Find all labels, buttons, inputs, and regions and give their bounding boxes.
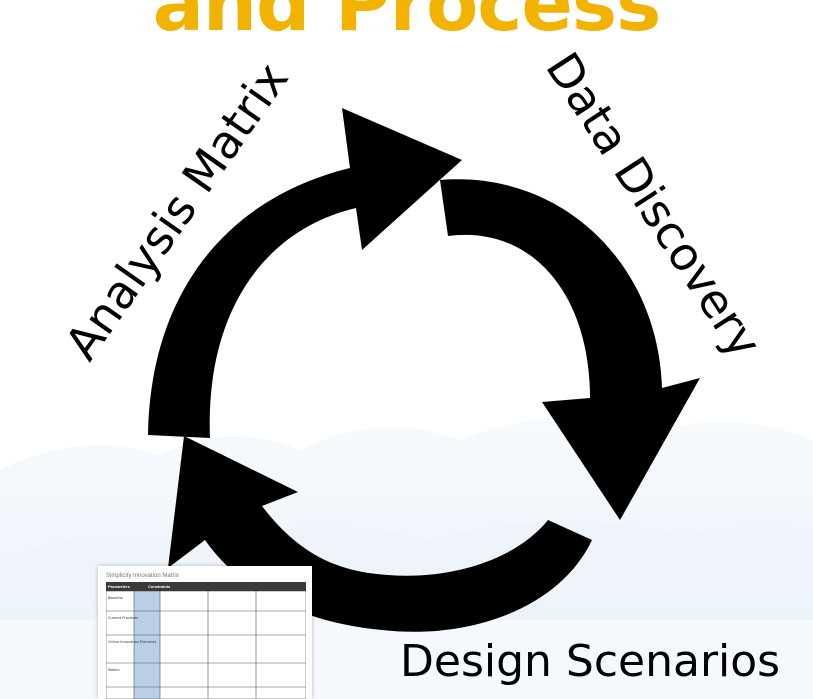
stage-label-design-scenarios: Design Scenarios bbox=[400, 636, 781, 687]
matrix-grid: Parameters Constraints bbox=[106, 582, 306, 699]
matrix-thumbnail: Simplicity Innovation Matrix Parameters … bbox=[98, 566, 312, 699]
matrix-row-label: Baseline bbox=[108, 596, 123, 600]
matrix-row-label: Mobile bbox=[108, 668, 119, 672]
matrix-header-cell: Constraints bbox=[148, 584, 171, 589]
cycle-arrow-top bbox=[148, 108, 462, 438]
matrix-header-cell bbox=[226, 582, 266, 591]
matrix-header-cell bbox=[186, 582, 226, 591]
matrix-cells: Baseline Current Practices Online Innova… bbox=[106, 591, 306, 699]
matrix-header-row: Parameters Constraints bbox=[106, 582, 306, 591]
matrix-header-cell bbox=[266, 582, 306, 591]
cycle-arrow-right bbox=[440, 179, 700, 520]
matrix-body: Baseline Current Practices Online Innova… bbox=[106, 591, 306, 699]
matrix-row-label: Current Practices bbox=[108, 616, 138, 620]
matrix-caption: Simplicity Innovation Matrix bbox=[106, 573, 179, 579]
page-title: and Process bbox=[152, 0, 662, 48]
matrix-header-cell: Parameters bbox=[108, 584, 130, 589]
matrix-row-label: Online Innovation Elements bbox=[108, 640, 157, 644]
